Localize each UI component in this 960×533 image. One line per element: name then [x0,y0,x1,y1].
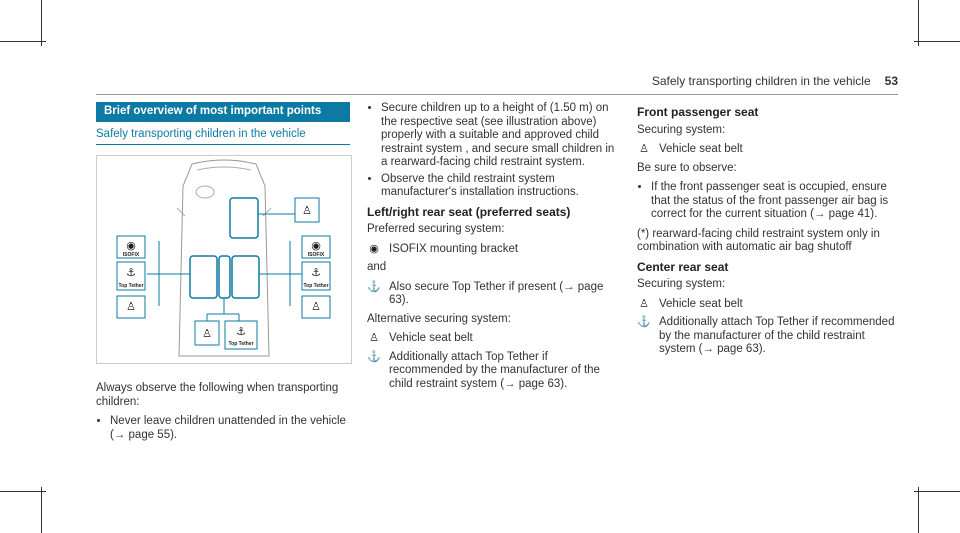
seat-belt-icon: ♙ [639,297,649,310]
isofix-icon: ◉ [369,242,379,255]
and-text: and [367,261,387,273]
top-tether-label-center: Top Tether [228,341,253,347]
top-tether-label-left: Top Tether [118,283,143,289]
svg-text:♙: ♙ [311,300,321,313]
car-seating-diagram: ♙ ◉ ⚓ ♙ ◉ ⚓ ♙ ♙ ⚓ ISOFIX Top Tether ISOF… [116,159,331,357]
tether-text: Also secure Top Tether if present (→ pag… [389,280,604,307]
additional-text: Additionally attach Top Tether if recomm… [659,316,895,355]
heading-front-passenger: Front passenger seat [637,105,759,119]
belt-row: ♙ Vehicle seat belt [637,298,899,312]
belt-row: ♙ Vehicle seat belt [367,332,619,346]
top-tether-icon: ⚓ [367,350,381,363]
seat-belt-icon: ♙ [369,332,379,344]
observe-label: Be sure to observe: [637,161,737,174]
heading-left-right-rear: Left/right rear seat (preferred seats) [367,204,571,219]
page-header: Safely transporting children in the vehi… [652,74,898,88]
crop-mark [0,491,46,492]
tether-row: ⚓ Also secure Top Tether if present (→ p… [367,281,619,308]
securing-label: Securing system: [637,123,726,136]
top-tether-label-right: Top Tether [303,283,328,289]
additional-tether-row: ⚓ Additionally attach Top Tether if reco… [637,316,899,357]
top-tether-icon: ⚓ [367,280,381,293]
footnote: (*) rearward-facing child restraint syst… [637,227,880,254]
bullet-list: Never leave children unattended in the v… [96,415,350,442]
list-item: Secure children up to a height of (1.50 … [381,102,619,170]
isofix-text: ISOFIX mounting bracket [389,242,519,255]
isofix-label-right: ISOFIX [308,252,325,258]
crop-mark [0,41,46,42]
isofix-label-left: ISOFIX [123,252,140,258]
intro-text: Always observe the following when transp… [96,382,339,408]
additional-text: Additionally attach Top Tether if recomm… [389,350,600,390]
column-1: Brief overview of most important points … [96,102,352,448]
svg-text:◉: ◉ [311,239,321,252]
section-title: Brief overview of most important points [96,102,350,122]
belt-text: Vehicle seat belt [389,332,473,344]
belt-text: Vehicle seat belt [659,143,743,155]
column-3: Front passenger seat Securing system: ♙ … [637,102,899,362]
belt-text: Vehicle seat belt [659,297,743,310]
seat-diagram: ♙ ◉ ⚓ ♙ ◉ ⚓ ♙ ♙ ⚓ ISOFIX Top Tether ISOF… [96,155,352,364]
page-number: 53 [884,74,898,88]
seat-belt-icon: ♙ [639,143,649,155]
svg-text:◉: ◉ [126,239,136,252]
svg-text:♙: ♙ [302,204,312,217]
svg-text:⚓: ⚓ [236,325,246,338]
alternative-label: Alternative securing system: [367,312,511,325]
crop-mark [914,491,960,492]
isofix-row: ◉ ISOFIX mounting bracket [367,243,619,257]
svg-text:♙: ♙ [202,327,212,340]
list-item: If the front passenger seat is occupied,… [651,181,899,222]
preferred-label: Preferred securing system: [367,223,505,235]
top-tether-icon: ⚓ [637,316,651,328]
crop-mark [918,487,919,533]
list-item: Never leave children unattended in the v… [110,415,350,442]
crop-mark [918,0,919,46]
subheading: Safely transporting children in the vehi… [96,128,350,145]
belt-row: ♙ Vehicle seat belt [637,143,899,157]
crop-mark [41,0,42,46]
svg-text:⚓: ⚓ [311,266,321,279]
bullet-list: If the front passenger seat is occupied,… [637,181,899,222]
crop-mark [914,41,960,42]
svg-text:⚓: ⚓ [126,266,136,279]
heading-center-rear: Center rear seat [637,259,729,274]
column-2: Secure children up to a height of (1.50 … [367,102,619,396]
crop-mark [41,487,42,533]
header-title: Safely transporting children in the vehi… [651,74,871,88]
securing-label: Securing system: [637,278,726,290]
header-rule [96,94,898,95]
additional-tether-row: ⚓ Additionally attach Top Tether if reco… [367,351,619,392]
list-item: Observe the child restraint system manuf… [381,173,619,200]
svg-text:♙: ♙ [126,300,136,313]
bullet-list: Secure children up to a height of (1.50 … [367,102,619,200]
